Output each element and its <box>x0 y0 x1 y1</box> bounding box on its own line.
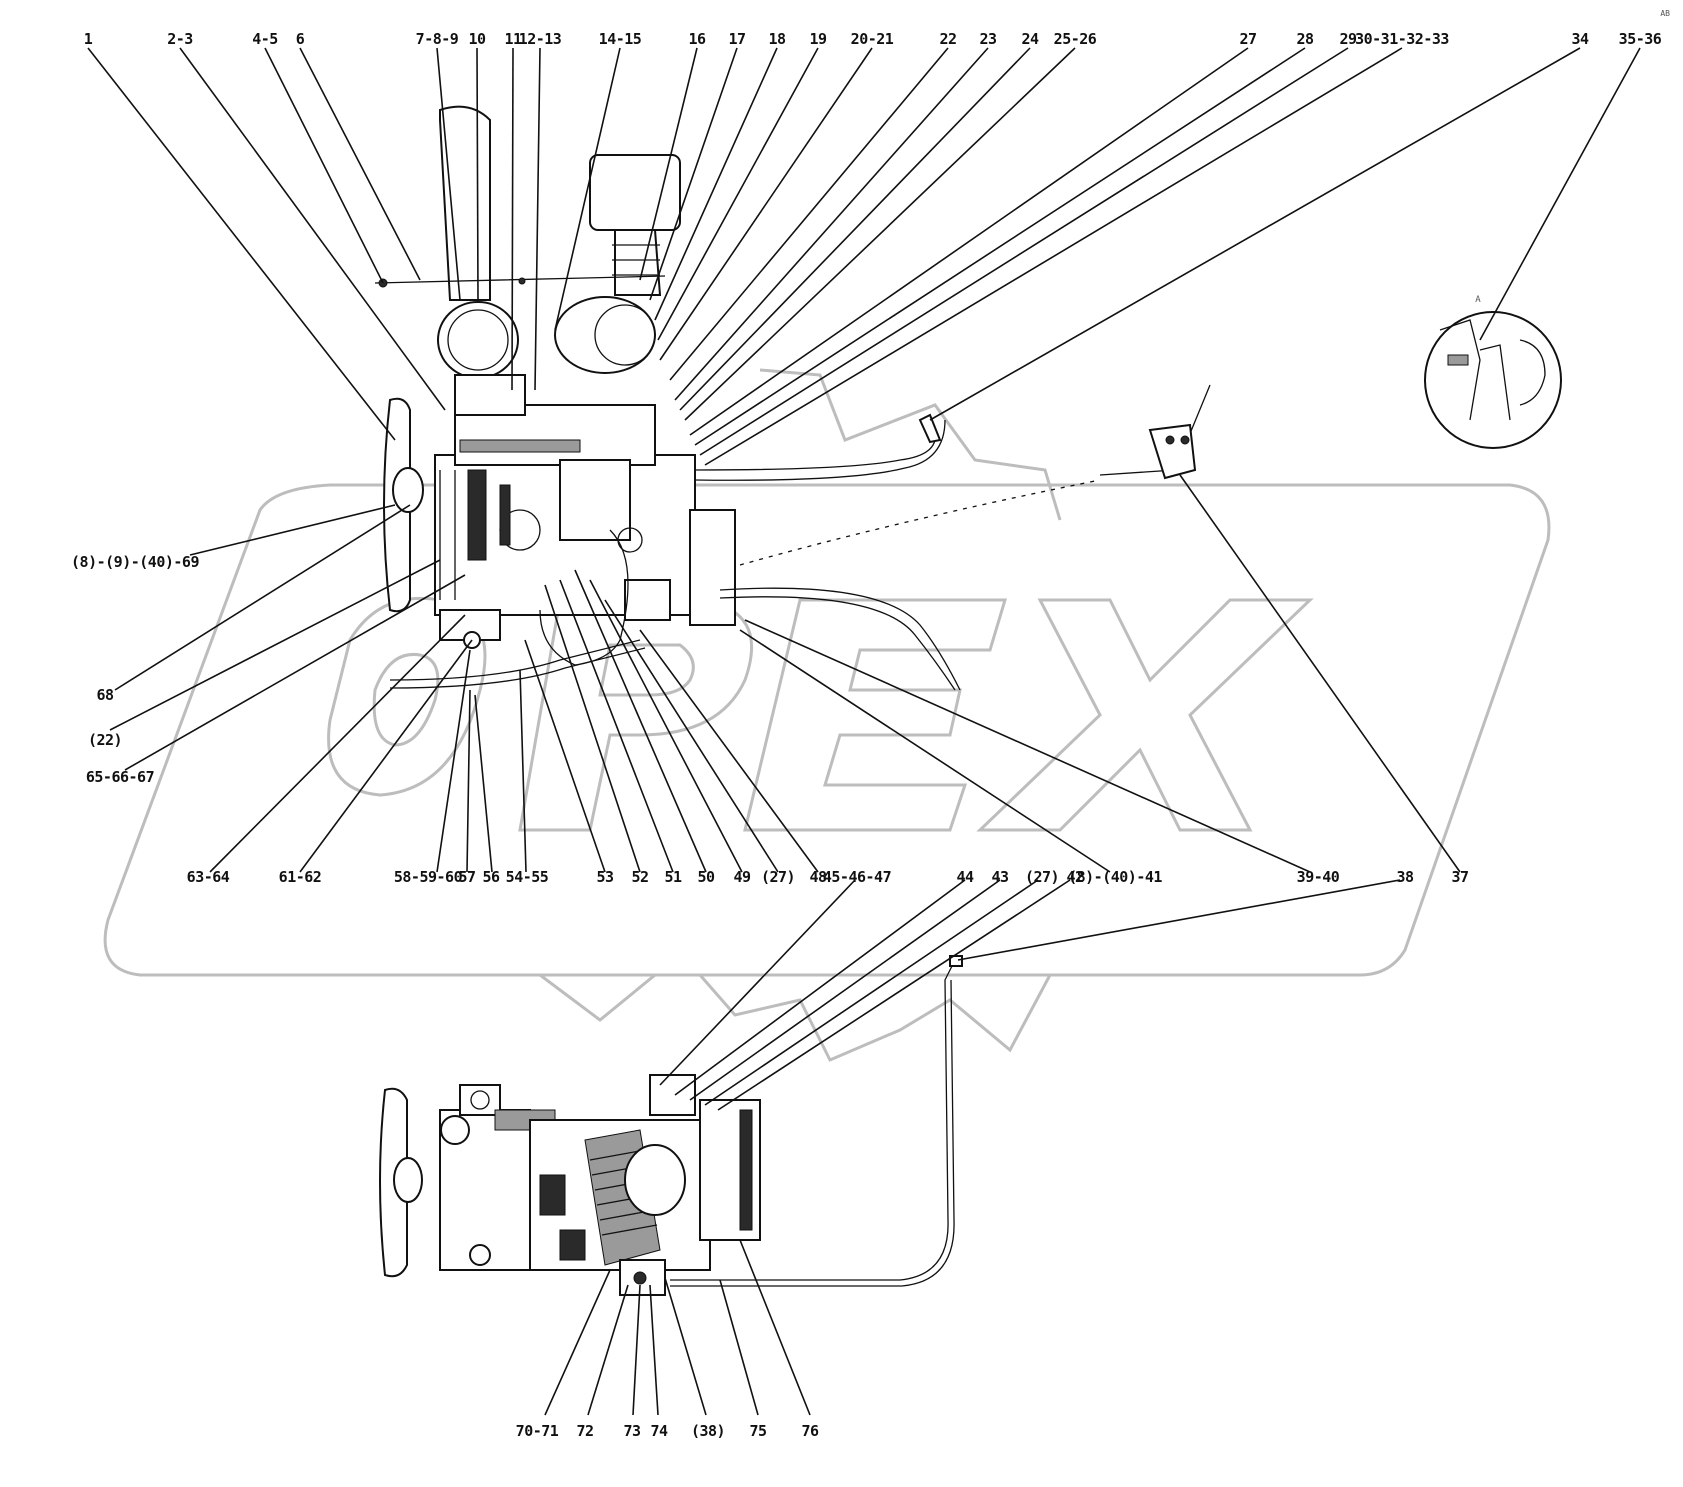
callout-label: (27) <box>761 868 795 886</box>
watermark-logo: OPEX <box>103 368 1551 1062</box>
turbo-side <box>624 1144 686 1216</box>
callout-label: 1 <box>84 30 93 48</box>
callout-label: 19 <box>809 30 827 48</box>
callout-label: 12-13 <box>519 30 562 48</box>
callout-label: (38) <box>691 1422 725 1440</box>
callout-label: 11 <box>504 30 522 48</box>
callout-label: 44 <box>956 868 974 886</box>
detail-circle <box>1424 311 1562 449</box>
callout-label: 34 <box>1571 30 1589 48</box>
turbocharger <box>559 459 631 541</box>
flywheel-housing <box>689 509 736 626</box>
engine-assembly-side-view <box>379 955 963 1296</box>
callout-label: 72 <box>576 1422 593 1440</box>
callout-label: 56 <box>482 868 500 886</box>
callout-label: 52 <box>631 868 648 886</box>
engine-assembly-top-view <box>374 105 1211 691</box>
callout-label: 24 <box>1021 30 1039 48</box>
callout-label: (27) <box>1025 868 1059 886</box>
exhaust-pipe <box>439 105 491 301</box>
callout-label: 74 <box>650 1422 668 1440</box>
fan-hub <box>392 467 424 513</box>
callout-label: (8)-(40)-41 <box>1068 868 1162 886</box>
callout-label: 73 <box>623 1422 641 1440</box>
callout-label: 48 <box>809 868 827 886</box>
callout-label: 22 <box>939 30 956 48</box>
leader-lines <box>87 47 1641 1416</box>
callout-label: 70-71 <box>516 1422 559 1440</box>
callout-label: 75 <box>749 1422 767 1440</box>
callout-label: 20-21 <box>851 30 894 48</box>
callout-label: 28 <box>1296 30 1314 48</box>
callout-label: 18 <box>768 30 786 48</box>
callout-label: 23 <box>979 30 997 48</box>
callout-label: 7-8-9 <box>416 30 459 48</box>
callout-label: 50 <box>697 868 715 886</box>
callout-label: 30-31-32-33 <box>1355 30 1449 48</box>
exhaust-manifold <box>454 374 526 416</box>
callout-label: 63-64 <box>187 868 230 886</box>
callout-label: (8)-(9)-(40)-69 <box>71 553 199 571</box>
callout-label: 14-15 <box>599 30 642 48</box>
callout-label: 54-55 <box>506 868 549 886</box>
callout-label: 76 <box>801 1422 819 1440</box>
watermark-text: OPEX <box>819 559 822 561</box>
callout-label: 2-3 <box>167 30 193 48</box>
pedal-bracket <box>1148 423 1197 480</box>
callout-label: 51 <box>664 868 682 886</box>
callout-label: 27 <box>1239 30 1256 48</box>
callout-label: 43 <box>991 868 1009 886</box>
callout-label: 58-59-60 <box>394 868 463 886</box>
callout-label: 42 <box>1066 868 1083 886</box>
detail-view-label: A <box>1475 295 1481 305</box>
callout-label: 68 <box>96 686 114 704</box>
callout-label: 35-36 <box>1619 30 1662 48</box>
callout-label: 61-62 <box>279 868 322 886</box>
air-intake-hose <box>614 229 662 296</box>
callout-label: 57 <box>458 868 475 886</box>
air-filter-cap <box>589 154 681 231</box>
callout-label: 17 <box>728 30 745 48</box>
callout-label: (22) <box>88 731 122 749</box>
callout-label: 16 <box>688 30 706 48</box>
callout-label: 53 <box>596 868 614 886</box>
callout-label: 6 <box>296 30 305 48</box>
callout-label: 10 <box>468 30 486 48</box>
callout-label: 37 <box>1451 868 1468 886</box>
callout-label: 65-66-67 <box>86 768 154 786</box>
corner-mark: AB <box>1660 9 1670 18</box>
fuel-filter <box>624 579 671 621</box>
detail-view-a: A <box>1424 295 1562 449</box>
callout-label: 38 <box>1396 868 1414 886</box>
callout-label: 29 <box>1339 30 1357 48</box>
callout-label: 49 <box>733 868 751 886</box>
callout-label: 39-40 <box>1297 868 1340 886</box>
callout-label: 4-5 <box>252 30 278 48</box>
muffler <box>437 301 519 379</box>
callout-label: 45-46-47 <box>823 868 891 886</box>
callout-label: 25-26 <box>1054 30 1097 48</box>
